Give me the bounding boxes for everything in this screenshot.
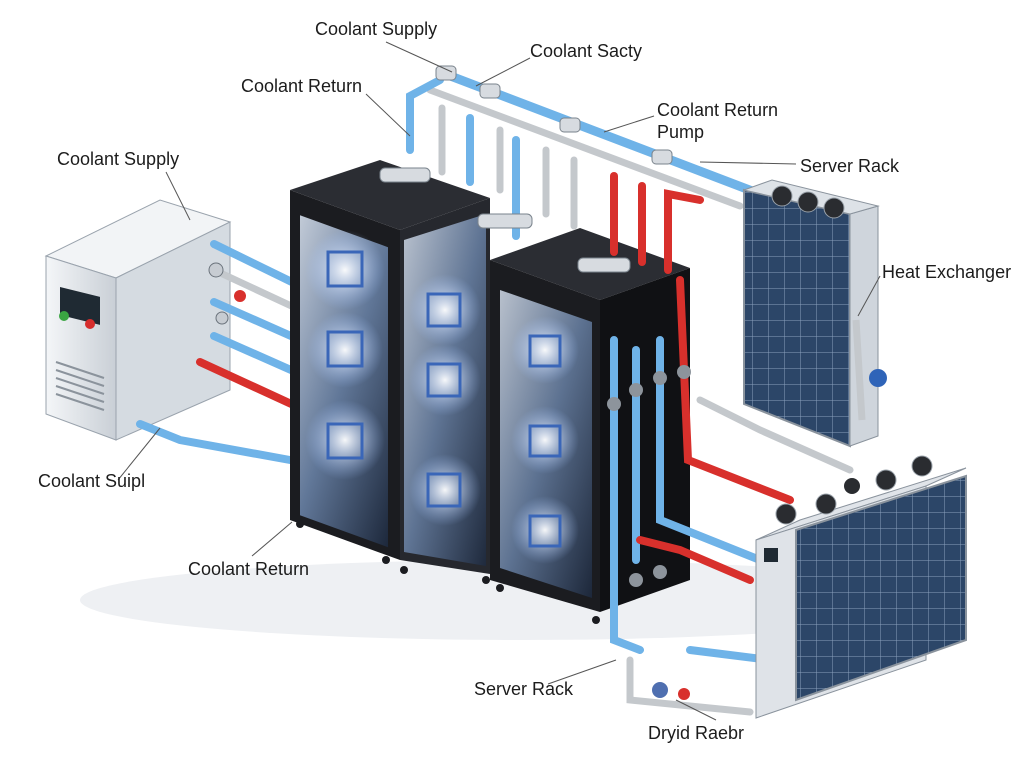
rack-side-pipes: [610, 276, 854, 716]
dry-cooler: [755, 455, 967, 719]
label-coolant-supply-top: Coolant Supply: [315, 19, 438, 39]
manifold-fittings: [379, 65, 673, 273]
label-server-rack-right: Server Rack: [800, 156, 900, 176]
leader-lines: [117, 41, 881, 721]
gauge-icon: [844, 478, 860, 494]
coolant-distribution-unit: [44, 199, 232, 441]
valve-icon: [678, 688, 690, 700]
label-coolant-return-pump: Coolant Return Pump: [657, 99, 778, 143]
inline-valves: [607, 365, 691, 700]
status-light-green: [59, 311, 69, 321]
valve-icon: [653, 565, 667, 579]
heat-exchanger: [742, 179, 887, 448]
label-coolant-return-pump-line1: Coolant Return: [657, 100, 779, 120]
label-dryid-raebr: Dryid Raebr: [648, 723, 745, 743]
fan-icon: [771, 185, 845, 219]
cdu-valves: [208, 262, 246, 325]
label-coolant-return-bottom: Coolant Return: [188, 559, 310, 579]
label-coolant-sacty: Coolant Sacty: [530, 41, 643, 61]
valve-icon: [234, 290, 246, 302]
label-server-rack-bottom: Server Rack: [474, 679, 574, 699]
cdu-display: [60, 286, 100, 325]
valve-icon: [208, 262, 224, 278]
label-coolant-supply-left: Coolant Supply: [57, 149, 180, 169]
valve-icon: [215, 311, 229, 325]
rack-feet: [296, 520, 600, 624]
cdu-pipes: [136, 240, 304, 464]
valve-icon: [629, 383, 643, 397]
dry-cooler-display: [764, 548, 778, 562]
pump-icon: [652, 682, 668, 698]
label-heat-exchanger: Heat Exchanger: [882, 262, 1012, 282]
label-coolant-return-pump-line2: Pump: [657, 122, 705, 142]
cdu-vent: [55, 361, 105, 411]
pump-icon: [869, 369, 887, 387]
status-light-red: [85, 319, 95, 329]
valve-icon: [607, 397, 621, 411]
valve-icon: [653, 371, 667, 385]
label-coolant-suipl: Coolant Suipl: [38, 471, 146, 491]
valve-icon: [677, 365, 691, 379]
valve-icon: [629, 573, 643, 587]
cold-plate-modules: [305, 230, 579, 564]
label-coolant-return-top: Coolant Return: [241, 76, 363, 96]
fan-icon: [775, 455, 933, 525]
